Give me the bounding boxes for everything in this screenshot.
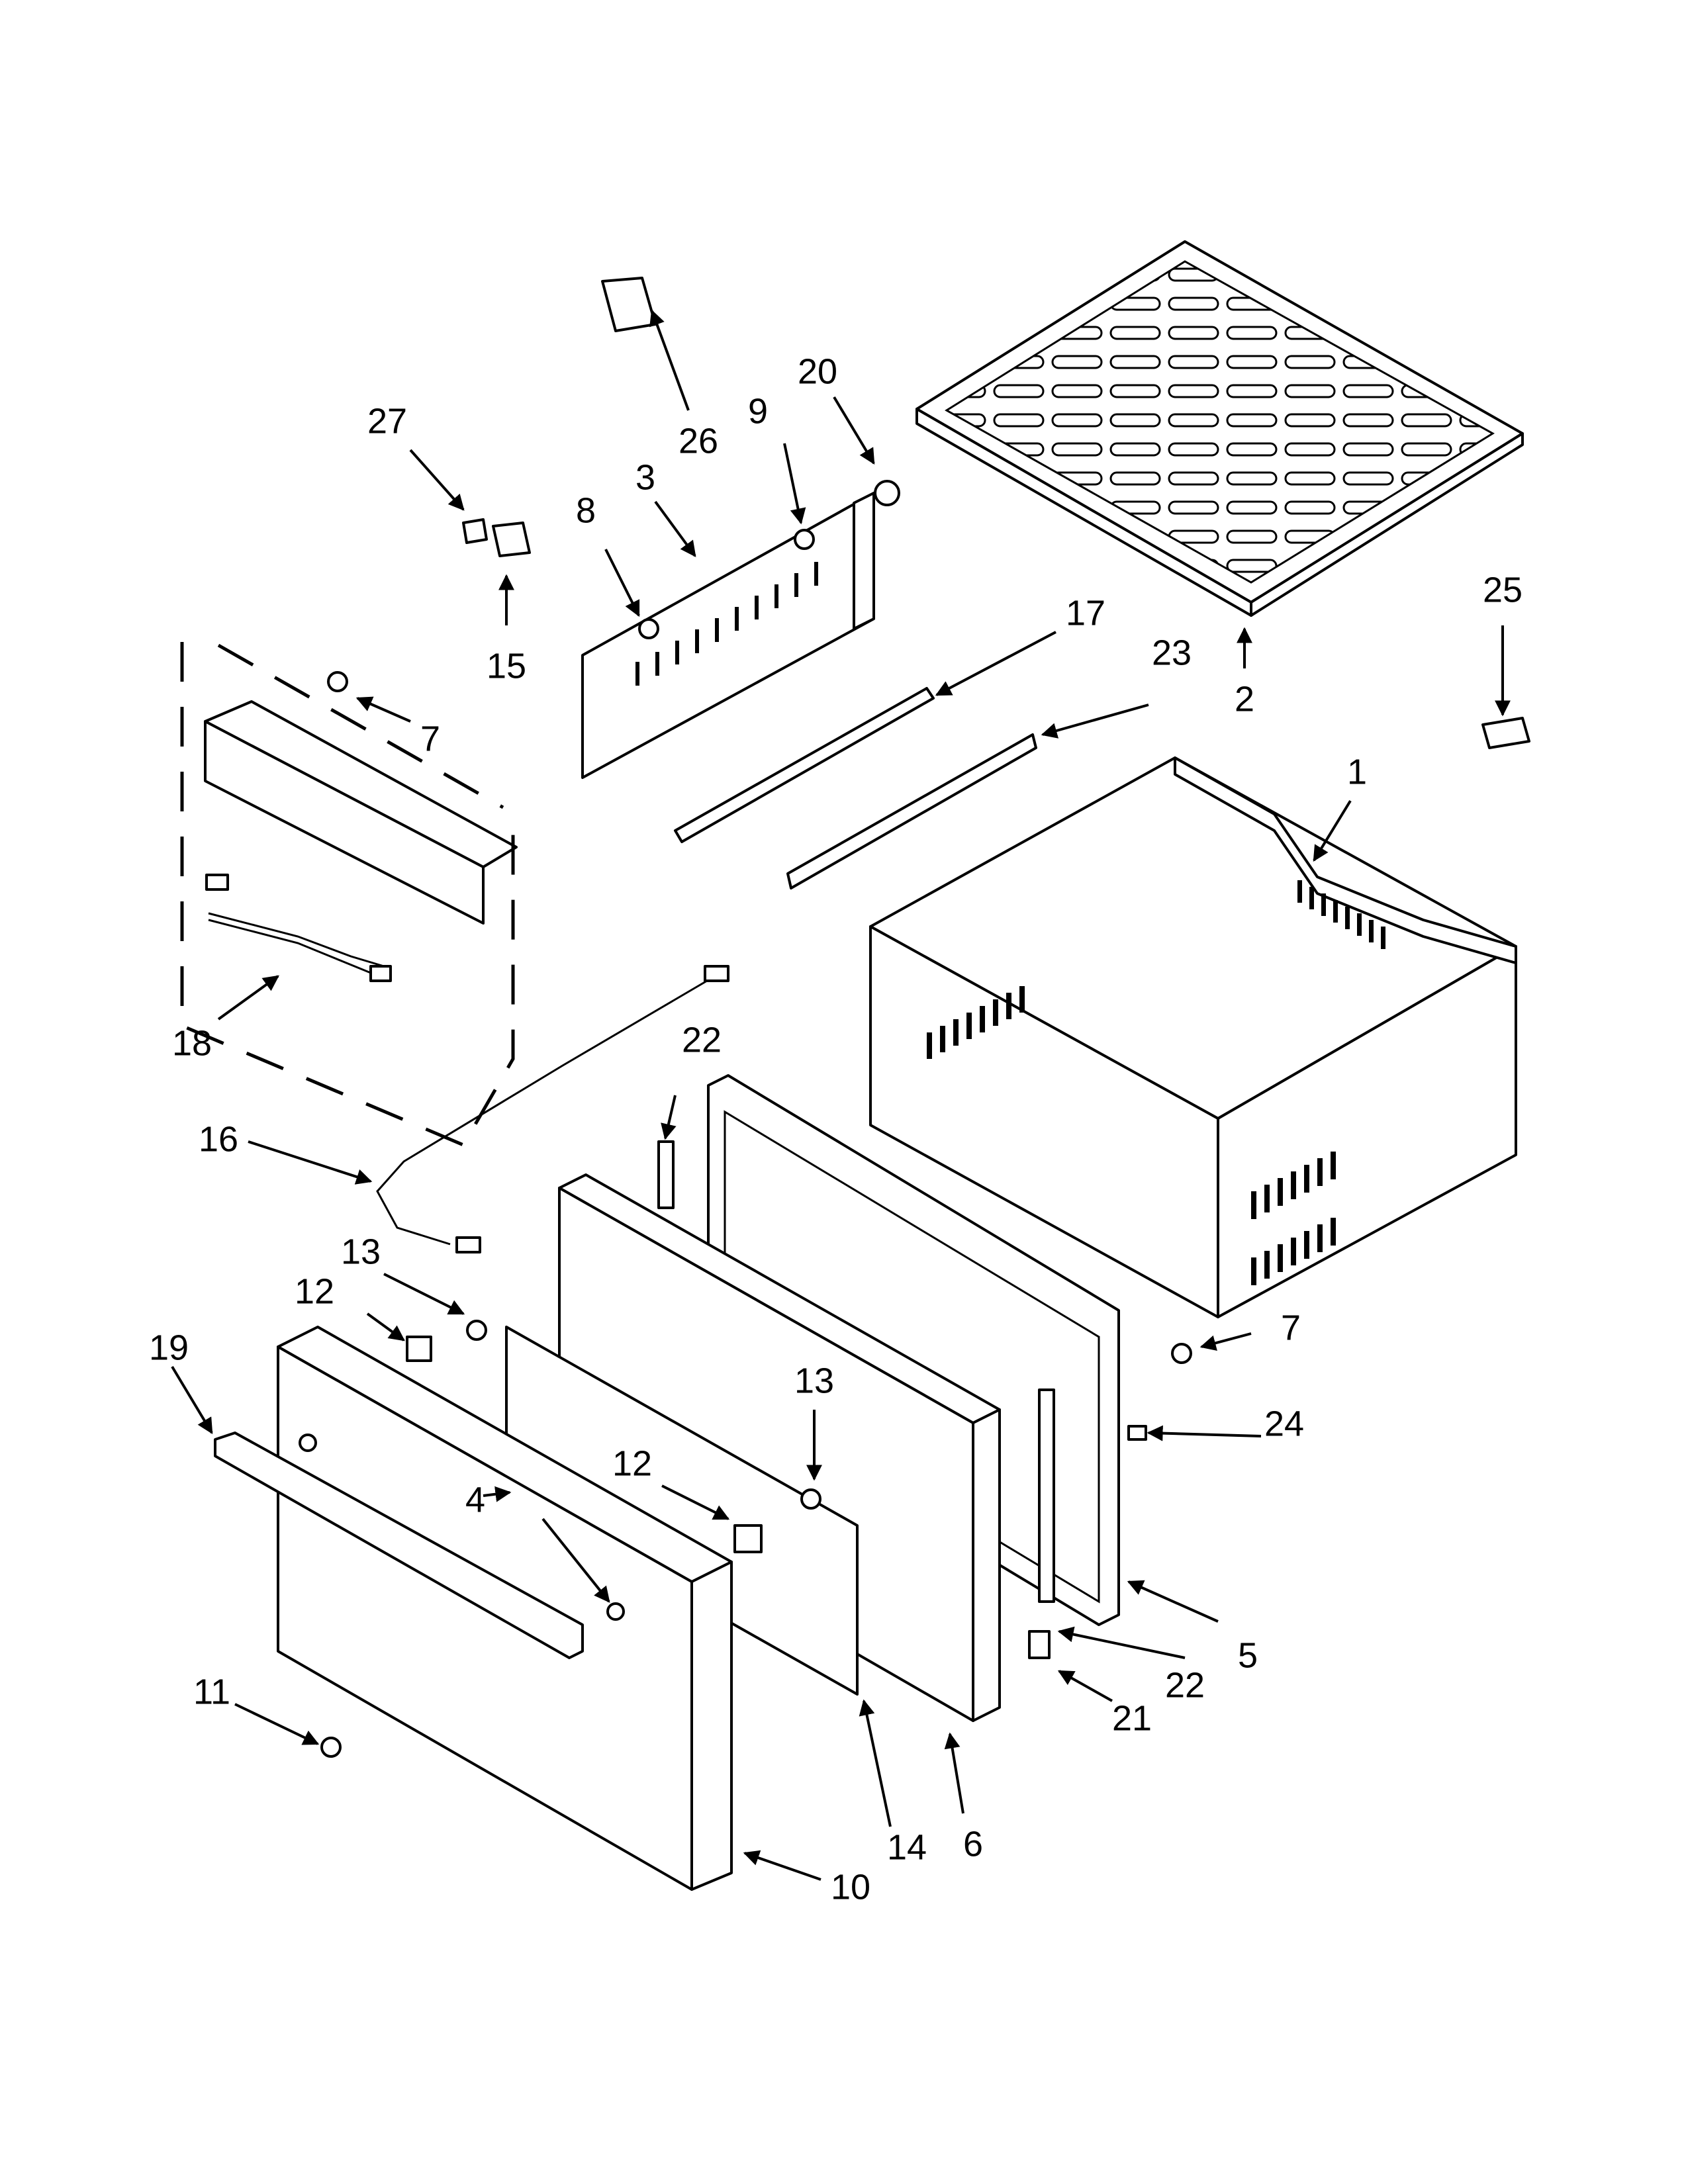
control-group-outline (180, 642, 515, 1148)
callout-21: 21 (1112, 1698, 1152, 1738)
clip-part (1481, 717, 1530, 749)
callout-15: 15 (487, 646, 526, 686)
control-group-outline-top (217, 643, 504, 809)
seal-strip-lower-part (786, 733, 1037, 889)
gasket-strip-part (657, 1140, 675, 1209)
callout-17: 17 (1066, 593, 1105, 633)
bracket-part (601, 277, 657, 332)
callout-6: 6 (963, 1824, 983, 1864)
callout-13-upper: 13 (341, 1232, 381, 1271)
callout-5: 5 (1238, 1635, 1258, 1675)
callout-24: 24 (1264, 1404, 1304, 1443)
callout-9: 9 (748, 391, 768, 431)
callout-7-lower: 7 (1281, 1308, 1301, 1347)
cap-part (462, 518, 488, 544)
callout-labels: 1 2 3 4 5 6 7 7 8 9 10 11 12 12 13 13 14… (149, 351, 1523, 1907)
callout-10: 10 (831, 1867, 870, 1907)
shelf-grille-part (915, 240, 1524, 617)
door-panel-part (277, 1326, 733, 1891)
door-liner-part (558, 1173, 1001, 1722)
callout-22-right: 22 (1165, 1665, 1205, 1705)
door-handle-part (214, 1432, 584, 1659)
drawer-bin-part (869, 756, 1517, 1318)
callout-3: 3 (635, 457, 655, 497)
leader-lines (171, 309, 1511, 1881)
seal-strip-part (674, 687, 935, 843)
bin-vent-slots (927, 880, 1385, 1285)
rear-panel-slots (635, 562, 818, 686)
control-housing-part (204, 700, 518, 982)
screw-parts (299, 480, 1192, 1758)
callout-13-lower: 13 (794, 1361, 834, 1400)
callout-16: 16 (199, 1119, 238, 1159)
callout-8: 8 (576, 490, 596, 530)
callout-22-upper: 22 (682, 1020, 722, 1060)
gasket-strip-lower-part (1038, 1388, 1055, 1603)
callout-4: 4 (465, 1480, 485, 1520)
callout-14: 14 (887, 1827, 927, 1867)
holder-part (492, 522, 531, 557)
callout-7-upper: 7 (420, 719, 440, 758)
rear-panel-part (581, 492, 875, 779)
callout-2: 2 (1235, 679, 1254, 719)
callout-26: 26 (679, 421, 718, 461)
callout-19: 19 (149, 1328, 189, 1367)
callout-1: 1 (1347, 752, 1367, 792)
wire-harness-part (376, 965, 729, 1253)
callout-18: 18 (172, 1023, 212, 1063)
callout-25: 25 (1483, 570, 1523, 610)
callout-20: 20 (798, 351, 837, 391)
callout-12-upper: 12 (295, 1271, 334, 1311)
callout-27: 27 (367, 401, 407, 441)
callout-23: 23 (1152, 633, 1192, 672)
callout-11: 11 (193, 1672, 230, 1711)
callout-12-lower: 12 (612, 1443, 652, 1483)
